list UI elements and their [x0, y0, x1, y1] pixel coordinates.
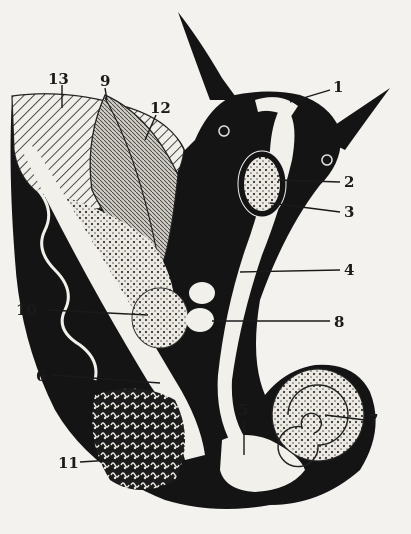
- label-1: 1: [333, 78, 343, 96]
- right-tentacle: [325, 88, 390, 150]
- label-5: 5: [238, 401, 248, 419]
- label-7: 7: [368, 411, 378, 429]
- gland-mass-11: [92, 389, 185, 490]
- label-8: 8: [334, 313, 344, 331]
- label-9: 9: [100, 72, 110, 90]
- label-11: 11: [58, 454, 79, 472]
- label-6: 6: [36, 367, 46, 385]
- left-tentacle: [178, 12, 238, 100]
- oval-upper: [189, 282, 215, 304]
- label-12: 12: [150, 99, 171, 117]
- oval-lower: [186, 308, 214, 332]
- label-3: 3: [344, 203, 354, 221]
- label-4: 4: [344, 261, 354, 279]
- dotted-organ-10: [132, 288, 188, 348]
- label-13: 13: [48, 70, 69, 88]
- label-10: 10: [16, 301, 37, 319]
- label-2: 2: [344, 173, 354, 191]
